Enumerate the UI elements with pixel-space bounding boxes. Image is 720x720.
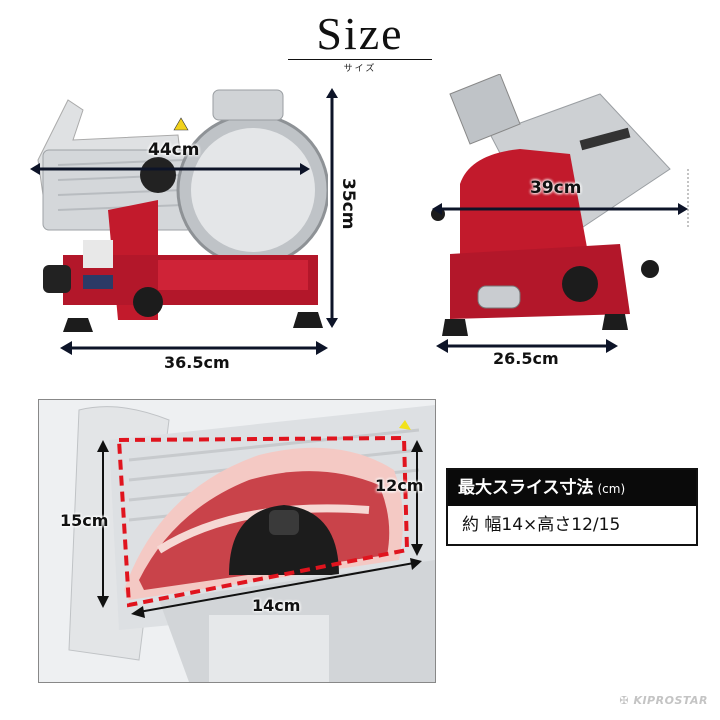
depth-label: 39cm (530, 178, 582, 198)
page-title: Size (316, 8, 404, 59)
width-label: 44cm (148, 140, 200, 160)
slice-detail-panel (38, 399, 436, 683)
base-depth-arrow (436, 338, 618, 357)
base-width-label: 36.5cm (164, 353, 230, 372)
brand-icon: ✠ (619, 694, 630, 707)
spec-value: 約 幅14×高さ12/15 (448, 506, 696, 544)
spec-heading: 最大スライス寸法 (458, 478, 594, 498)
base-width-arrow (60, 340, 328, 359)
title-divider (288, 59, 432, 60)
slice-width-label: 14cm (252, 596, 301, 615)
width-arrow (30, 160, 310, 179)
depth-arrow (432, 200, 688, 219)
side-view-image (430, 73, 700, 344)
slice-height-right-label: 12cm (375, 476, 424, 495)
max-slice-spec-box: 最大スライス寸法(cm) 約 幅14×高さ12/15 (446, 468, 698, 546)
slice-height-left-label: 15cm (60, 511, 109, 530)
height-label: 35cm (338, 178, 358, 230)
brand-logo: ✠ KIPROSTAR (619, 694, 708, 707)
spec-heading-row: 最大スライス寸法(cm) (448, 470, 696, 506)
height-arrow (326, 88, 338, 332)
brand-name: KIPROSTAR (633, 694, 708, 707)
spec-unit: (cm) (597, 482, 626, 496)
front-view-image (28, 80, 330, 340)
page-subtitle: サイズ (343, 64, 377, 74)
base-depth-label: 26.5cm (493, 349, 559, 368)
